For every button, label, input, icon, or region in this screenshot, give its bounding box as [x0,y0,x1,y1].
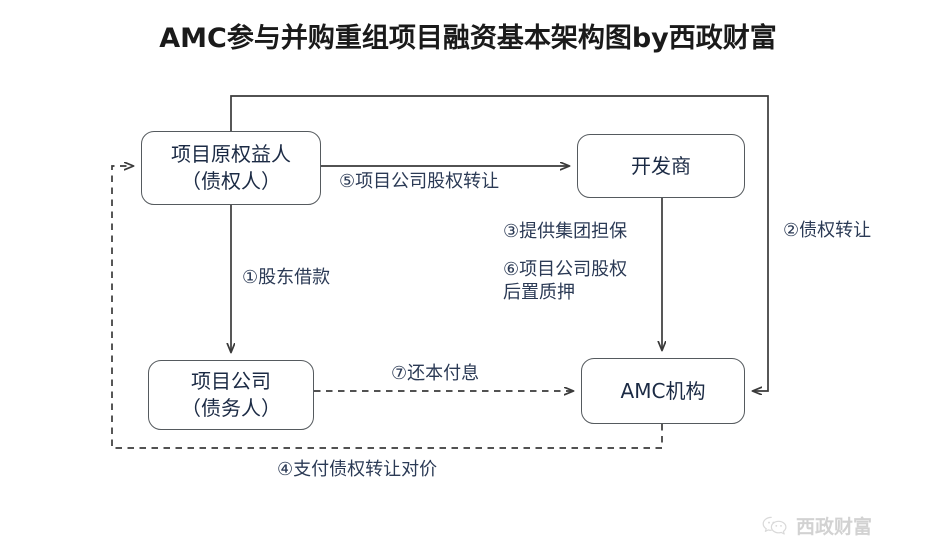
edge-label-2: ②债权转让 [783,220,872,241]
node-amc-institution[interactable]: AMC机构 [581,358,745,424]
edge-2-path [230,95,769,391]
edge-label-3: ③提供集团担保 [503,221,628,242]
watermark-text: 西政财富 [796,516,873,538]
edge-label-6: ⑥项目公司股权 后置质押 [503,259,628,304]
page-title: AMC参与并购重组项目融资基本架构图by西政财富 [159,23,777,54]
node-developer[interactable]: 开发商 [577,134,745,198]
wechat-icon [762,516,789,536]
edge-4-path [111,166,663,449]
edge-label-4: ④支付债权转让对价 [277,459,438,480]
edge-label-5: ⑤项目公司股权转让 [339,171,500,192]
node-original-equity-holder[interactable]: 项目原权益人 （债权人） [141,131,321,205]
edge-label-1: ①股东借款 [242,267,331,288]
watermark: 西政财富 [762,512,872,539]
node-project-company[interactable]: 项目公司 （债务人） [148,360,314,430]
edge-label-7: ⑦还本付息 [391,363,480,384]
